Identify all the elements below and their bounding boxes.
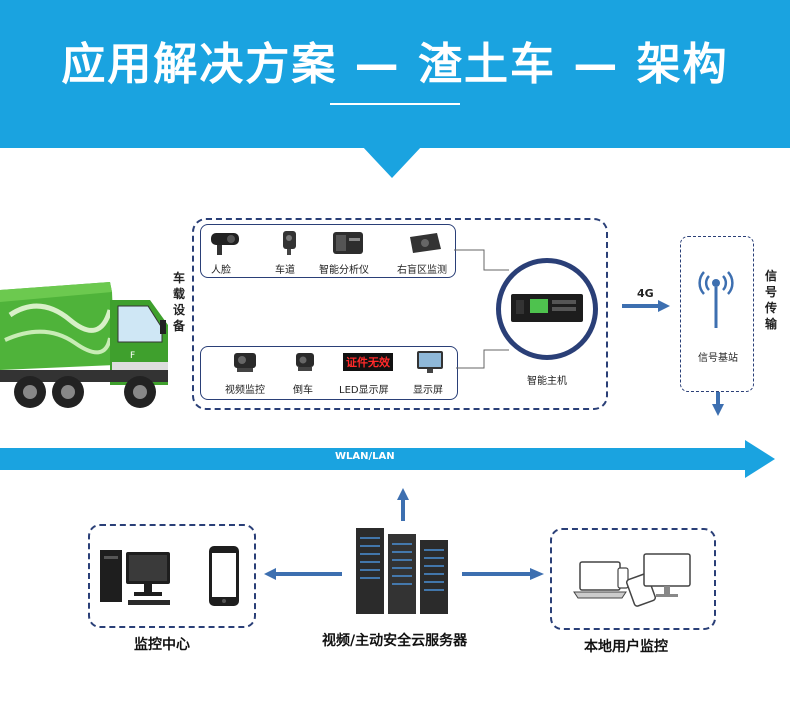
wlan-lan-bus bbox=[0, 448, 748, 470]
server-up-arrow bbox=[397, 488, 409, 521]
page-title: 应用解决方案 — 渣土车 — 架构 bbox=[61, 39, 729, 90]
server-to-local-arrow bbox=[462, 568, 544, 580]
video-camera-icon bbox=[234, 353, 256, 372]
station-down-arrow bbox=[712, 392, 724, 416]
device-label-blind-spot: 右盲区监测 bbox=[397, 265, 447, 276]
signal-transmission-label: 信号传输 bbox=[764, 269, 777, 331]
vehicle-equipment-label: 车载设备 bbox=[172, 271, 185, 333]
blind-spot-camera-icon bbox=[410, 233, 441, 253]
smartphone-icon bbox=[209, 546, 239, 606]
device-label-analyzer: 智能分析仪 bbox=[319, 265, 369, 276]
led-display-icon: 证件无效 bbox=[343, 353, 393, 371]
antenna-icon bbox=[698, 271, 734, 328]
title-underline bbox=[330, 103, 460, 105]
device-label-display: 显示屏 bbox=[413, 385, 443, 396]
server-to-center-arrow bbox=[264, 568, 342, 580]
phone-icon bbox=[617, 567, 629, 589]
header-banner bbox=[0, 0, 790, 148]
host-label: 智能主机 bbox=[527, 376, 567, 387]
monitor-icon bbox=[417, 351, 443, 373]
device-label-face: 人脸 bbox=[211, 265, 231, 276]
local-user-label: 本地用户监控 bbox=[584, 639, 668, 655]
server-label: 视频/主动安全云服务器 bbox=[322, 633, 468, 649]
station-label: 信号基站 bbox=[698, 353, 738, 364]
monitor-icon bbox=[643, 553, 691, 597]
server-rack-icon bbox=[356, 528, 448, 614]
vehicle-equipment-group bbox=[192, 218, 608, 410]
lane-camera-icon bbox=[283, 231, 296, 255]
wlan-lan-label: WLAN/LAN bbox=[335, 451, 395, 462]
device-label-reverse: 倒车 bbox=[293, 385, 313, 396]
cellular-4g-label: 4G bbox=[637, 287, 654, 300]
bottom-devices-box: 视频监控 倒车 证件无效 LED显示屏 显示屏 bbox=[200, 346, 458, 400]
signal-station-box bbox=[680, 236, 754, 392]
face-camera-icon bbox=[211, 233, 239, 255]
monitor-center-box bbox=[88, 524, 256, 628]
host-to-station-arrow bbox=[622, 300, 670, 312]
dump-truck-icon: F bbox=[0, 282, 168, 408]
local-devices-icon bbox=[573, 553, 691, 607]
device-label-video: 视频监控 bbox=[225, 385, 265, 396]
local-user-box bbox=[550, 528, 716, 630]
svg-text:F: F bbox=[130, 351, 135, 361]
device-label-led: LED显示屏 bbox=[339, 385, 389, 396]
device-label-lane: 车道 bbox=[275, 265, 295, 276]
mdvr-host-icon bbox=[511, 294, 583, 322]
analyzer-icon bbox=[333, 232, 363, 254]
wlan-lan-arrowhead bbox=[745, 440, 775, 478]
desktop-pc-icon bbox=[100, 550, 170, 605]
monitor-center-label: 监控中心 bbox=[134, 637, 190, 653]
top-devices-box: 人脸 车道 智能分析仪 右盲区监测 bbox=[200, 224, 456, 278]
device-host-connectors bbox=[454, 249, 509, 369]
reverse-camera-icon bbox=[296, 353, 314, 371]
header-notch bbox=[362, 146, 422, 178]
